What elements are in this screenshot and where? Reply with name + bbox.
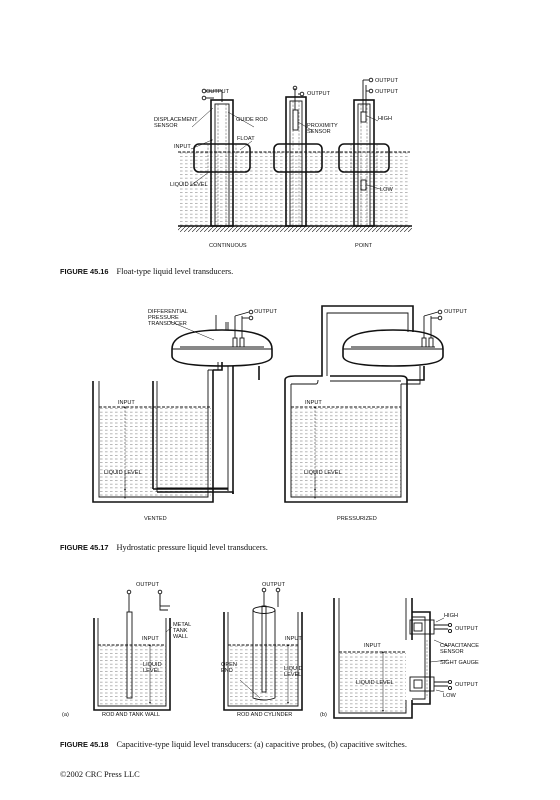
pressurized-tank [284,305,444,503]
fig2-label: INPUT [118,400,135,406]
fig3-label: INPUT [142,636,159,642]
figure-45-18-diagram: OUTPUT METAL TANK WALL INPUT LIQUID LEVE… [62,582,479,719]
fig1-label: OUTPUT [375,89,399,95]
continuous-float-assembly [189,88,255,227]
fig3-label: WALL [173,634,188,640]
fig3-label: METAL [173,622,191,628]
fig3-label: END [221,668,233,674]
liquid-region [291,407,401,497]
fig1-label: SENSOR [154,123,178,129]
liquid-region [99,407,211,497]
fig2-label: VENTED [144,516,167,522]
fig1-label: LIQUID LEVEL [170,182,208,188]
rod-tank-wall-probe [93,589,173,711]
figure-45-16-diagram: OUTPUT DISPLACEMENT SENSOR GUIDE ROD FLO… [154,77,412,249]
fig3-label: SENSOR [440,649,464,655]
fig3-label: HIGH [444,613,458,619]
fig2-label: INPUT [305,400,322,406]
fig2-label: LIQUID LEVEL [304,470,342,476]
ground-hatch [178,226,412,232]
fig1-label: LOW [380,187,393,193]
fig3-label: (a) [62,712,69,718]
fig1-label: HIGH [378,116,392,122]
fig1-label: POINT [355,243,373,249]
rod-cylinder-probe [223,587,303,711]
fig2-label: DIFFERENTIAL [148,309,188,315]
caption-text: Hydrostatic pressure liquid level transd… [116,543,268,552]
fig3-label: ROD AND TANK WALL [102,712,160,718]
fig3-label: TANK [173,628,188,634]
fig3-label: OPEN [221,662,237,668]
fig1-label: OUTPUT [307,91,331,97]
fig1-label: OUTPUT [375,78,399,84]
figure-45-17-diagram: DIFFERENTIAL PRESSURE TRANSDUCER OUTPUT … [92,305,468,522]
fig1-label: SENSOR [307,129,331,135]
fig3-label: LEVEL [284,672,301,678]
fig3-label: LEVEL [143,668,160,674]
capacitive-switch-assembly [333,598,453,719]
figure-number: FIGURE 45.16 [60,267,109,276]
fig3-label: LIQUID [284,666,303,672]
fig2-label: PRESSURE [148,315,179,321]
fig3-label: INPUT [285,636,302,642]
fig2-label: OUTPUT [254,309,278,315]
proximity-float-assembly [273,85,323,227]
fig3-label: OUTPUT [455,626,479,632]
fig3-label: CAPACITANCE [440,643,479,649]
figure-number: FIGURE 45.17 [60,543,109,552]
fig3-label: (b) [320,712,327,718]
fig3-label: OUTPUT [136,582,160,588]
fig3-label: LOW [443,693,456,699]
fig2-label: TRANSDUCER [148,321,187,327]
fig2-label: OUTPUT [444,309,468,315]
fig3-label: LIQUID [143,662,162,668]
fig2-label: LIQUID LEVEL [104,470,142,476]
fig1-label: GUIDE ROD [236,117,268,123]
fig3-label: SIGHT GAUGE [440,660,479,666]
fig1-label: FLOAT [237,136,255,142]
high-low-float-assembly [338,77,390,227]
fig1-label: INPUT [174,144,191,150]
vented-tank [92,309,273,503]
fig2-label: PRESSURIZED [337,516,377,522]
fig1-label: OUTPUT [206,89,230,95]
fig1-label: PROXIMITY [307,123,338,129]
fig3-label: OUTPUT [455,682,479,688]
caption-text: Float-type liquid level transducers. [116,267,234,276]
copyright-footer: ©2002 CRC Press LLC [60,770,140,779]
figure-caption-45-17: FIGURE 45.17 Hydrostatic pressure liquid … [60,543,268,552]
liquid-region [178,152,410,226]
caption-text: Capacitive-type liquid level transducers… [116,740,407,749]
fig3-label: ROD AND CYLINDER [237,712,292,718]
figure-caption-45-16: FIGURE 45.16 Float-type liquid level tran… [60,267,233,276]
fig3-label: INPUT [364,643,381,649]
figure-number: FIGURE 45.18 [60,740,109,749]
liquid-region [339,652,406,712]
fig1-label: CONTINUOUS [209,243,247,249]
fig1-label: DISPLACEMENT [154,117,198,123]
figure-caption-45-18: FIGURE 45.18 Capacitive-type liquid level… [60,740,407,749]
fig3-label: LIQUID LEVEL [356,680,394,686]
liquid-region [228,645,298,705]
fig3-label: OUTPUT [262,582,286,588]
